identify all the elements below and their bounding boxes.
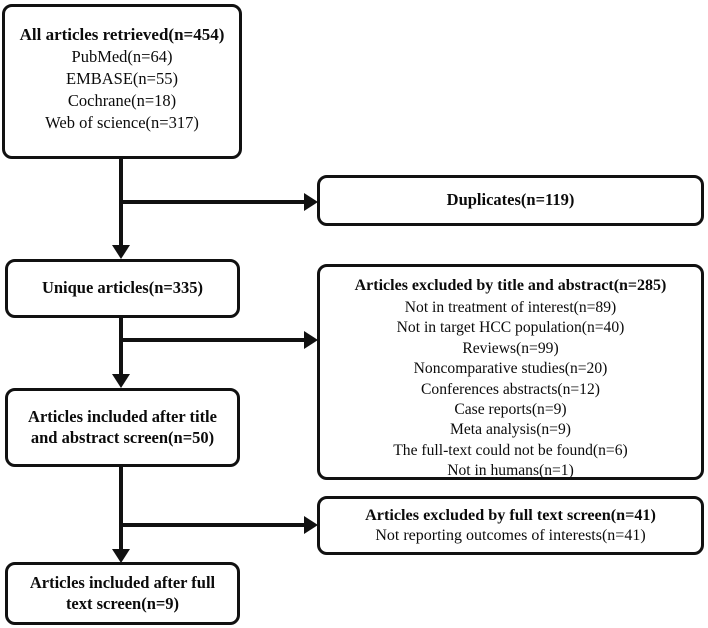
included-ta-heading-line1: Articles included after title (28, 406, 217, 426)
duplicates-heading: Duplicates(n=119) (446, 190, 575, 210)
excluded-ta-reason-no-full-text: The full-text could not be found(n=6) (393, 441, 628, 459)
arrow-right-to-excluded-ta (304, 331, 318, 349)
arrow-down-to-unique (112, 245, 130, 259)
excluded-ta-reason-meta-analysis: Meta analysis(n=9) (450, 421, 571, 439)
box-duplicates: Duplicates(n=119) (317, 175, 704, 226)
box-unique-articles: Unique articles(n=335) (5, 259, 240, 318)
excluded-ft-reason-outcomes: Not reporting outcomes of interests(n=41… (375, 526, 646, 544)
excluded-ft-heading: Articles excluded by full text screen(n=… (365, 506, 656, 525)
box-articles-included-title-abstract: Articles included after title and abstra… (5, 388, 240, 467)
retrieved-source-pubmed: PubMed(n=64) (71, 47, 173, 67)
retrieved-source-web-of-science: Web of science(n=317) (45, 112, 199, 132)
included-ft-heading-line2: text screen(n=9) (65, 593, 180, 613)
excluded-ta-reason-population: Not in target HCC population(n=40) (396, 319, 625, 337)
box-all-articles-retrieved: All articles retrieved(n=454) PubMed(n=6… (2, 4, 242, 159)
excluded-ta-reason-conference-abstracts: Conferences abstracts(n=12) (421, 380, 600, 398)
included-ta-heading-line2: and abstract screen(n=50) (30, 427, 215, 447)
connector-retrieved-to-duplicates (119, 200, 311, 204)
box-articles-included-full-text: Articles included after full text screen… (5, 562, 240, 625)
excluded-ta-heading: Articles excluded by title and abstract(… (354, 277, 667, 295)
arrow-right-to-duplicates (304, 193, 318, 211)
excluded-ta-reason-reviews: Reviews(n=99) (462, 339, 559, 357)
box-articles-excluded-full-text: Articles excluded by full text screen(n=… (317, 496, 704, 555)
excluded-ta-reason-case-reports: Case reports(n=9) (454, 401, 567, 419)
connector-included-ta-to-excluded-ft (119, 523, 311, 527)
connector-included-ta-to-included-ft (119, 467, 123, 551)
arrow-down-to-included-ta (112, 374, 130, 388)
retrieved-heading: All articles retrieved(n=454) (19, 24, 225, 44)
included-ft-heading-line1: Articles included after full (29, 572, 216, 592)
excluded-ta-reason-noncomparative: Noncomparative studies(n=20) (413, 360, 608, 378)
unique-heading: Unique articles(n=335) (41, 278, 204, 298)
retrieved-source-cochrane: Cochrane(n=18) (67, 90, 177, 110)
box-articles-excluded-title-abstract: Articles excluded by title and abstract(… (317, 264, 704, 480)
connector-unique-to-excluded-ta (119, 338, 311, 342)
arrow-right-to-excluded-ft (304, 516, 318, 534)
arrow-down-to-included-ft (112, 549, 130, 563)
connector-unique-to-included-ta (119, 318, 123, 375)
excluded-ta-reason-treatment: Not in treatment of interest(n=89) (404, 298, 617, 316)
excluded-ta-reason-not-humans: Not in humans(n=1) (447, 462, 574, 480)
retrieved-source-embase: EMBASE(n=55) (66, 69, 178, 89)
